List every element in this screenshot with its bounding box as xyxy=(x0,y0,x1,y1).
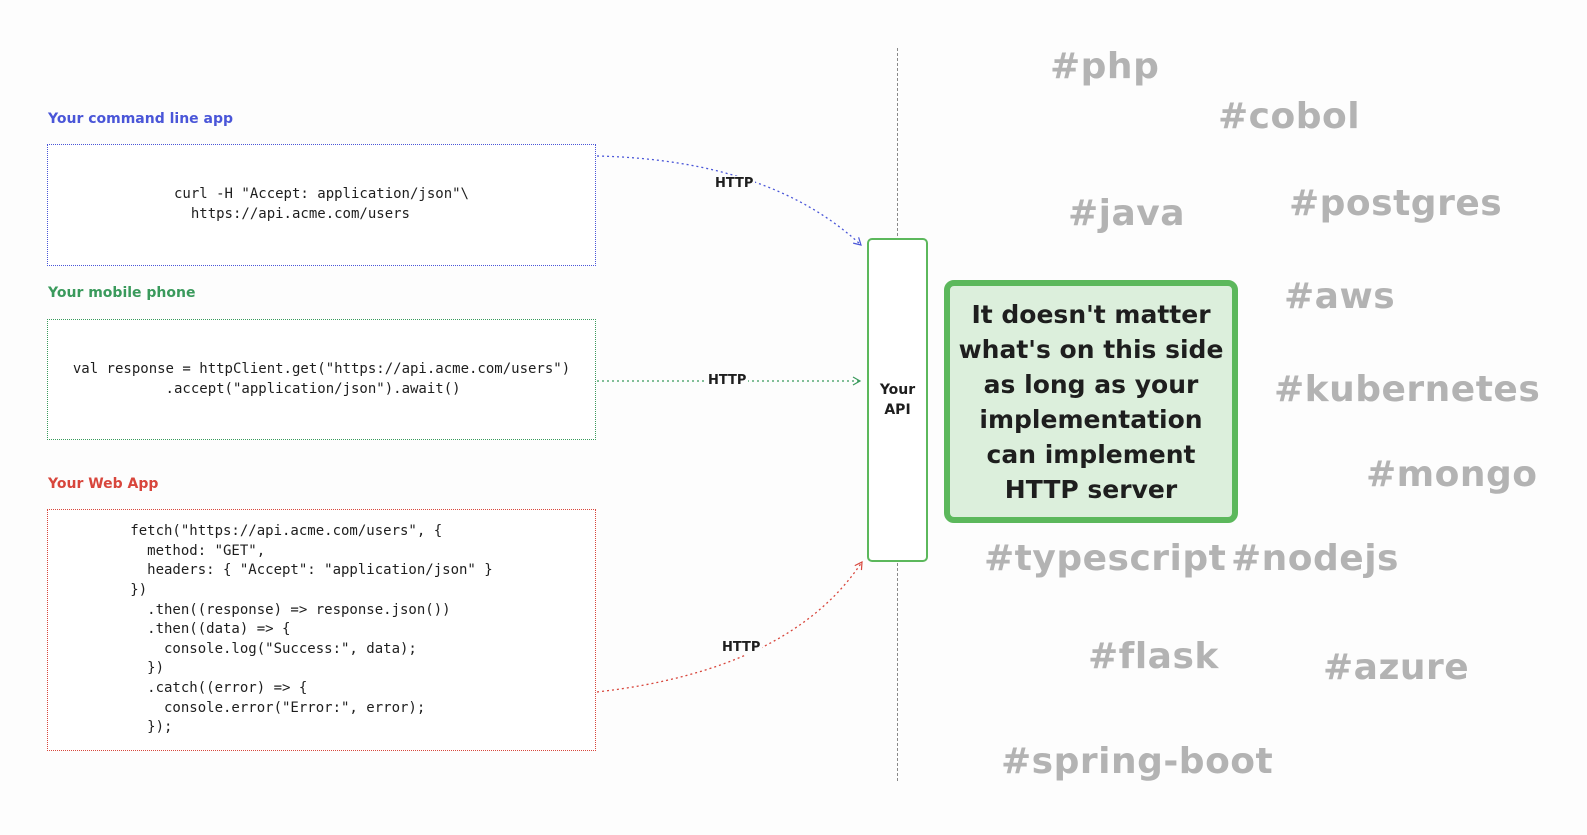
web-http-label: HTTP xyxy=(720,640,763,655)
web-code: fetch("https://api.acme.com/users", { me… xyxy=(130,523,493,736)
web-code-box: fetch("https://api.acme.com/users", { me… xyxy=(47,509,596,751)
tag-postgres: #postgres xyxy=(1289,183,1503,224)
mobile-code: val response = httpClient.get("https://a… xyxy=(72,360,571,397)
tag-mongo: #mongo xyxy=(1366,454,1538,495)
mobile-code-box: val response = httpClient.get("https://a… xyxy=(47,319,596,440)
note-box: It doesn't matter what's on this side as… xyxy=(944,280,1238,523)
tag-azure: #azure xyxy=(1323,647,1470,688)
web-http-arrow xyxy=(596,560,863,693)
tag-java: #java xyxy=(1068,193,1186,234)
tag-aws: #aws xyxy=(1284,276,1396,317)
cli-code-box: curl -H "Accept: application/json"\ http… xyxy=(47,144,596,266)
mobile-http-label: HTTP xyxy=(706,373,749,388)
api-label: Your API xyxy=(879,382,916,418)
tag-php: #php xyxy=(1050,46,1160,87)
tag-kubernetes: #kubernetes xyxy=(1274,369,1541,410)
web-label: Your Web App xyxy=(48,476,159,492)
tag-spring-boot: #spring-boot xyxy=(1001,741,1274,782)
note-text: It doesn't matter what's on this side as… xyxy=(958,299,1224,504)
tag-typescript: #typescript xyxy=(984,538,1227,579)
tag-cobol: #cobol xyxy=(1218,96,1361,137)
mobile-label: Your mobile phone xyxy=(48,285,196,301)
api-box: Your API xyxy=(867,238,928,562)
cli-code: curl -H "Accept: application/json"\ http… xyxy=(173,186,469,222)
cli-http-arrow xyxy=(596,155,862,246)
tag-nodejs: #nodejs xyxy=(1231,538,1399,579)
tag-flask: #flask xyxy=(1088,636,1219,677)
cli-label: Your command line app xyxy=(48,111,234,127)
cli-http-label: HTTP xyxy=(713,176,756,191)
